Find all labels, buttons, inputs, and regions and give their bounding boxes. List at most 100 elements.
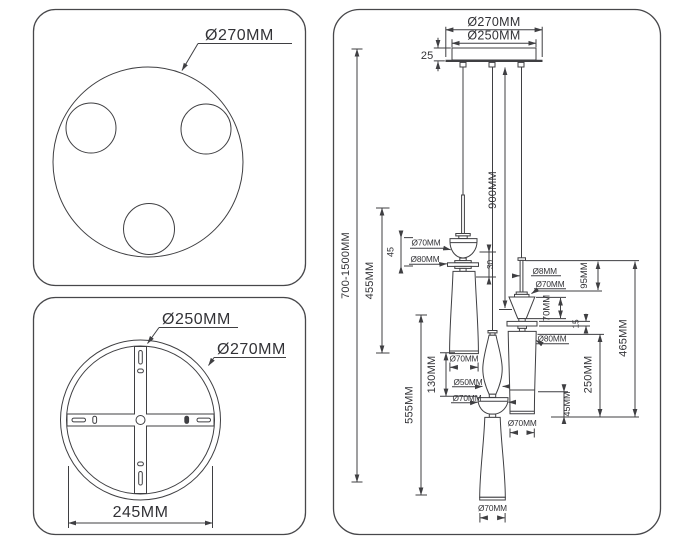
left-gap-text: 30 [485,260,495,270]
canopy-plate [451,47,537,61]
cone-shade [449,270,479,352]
label-middle-bowl: Ø70MM [451,393,516,406]
bracket-width-text: 245MM [113,504,169,521]
dim-cord-length: 900MM [487,67,512,310]
hole-bottom [137,461,144,467]
screw-right [184,415,190,424]
right-cone-height-text: 70MM [542,295,553,321]
label-left-disc: Ø80MM [409,254,448,267]
pendant-left [447,194,479,355]
leader-arrow [531,287,540,295]
disc [447,262,479,267]
dim-middle-height: 555MM [404,314,427,496]
dim-canopy-thickness: 25 [421,37,451,72]
dim-right-cone-height: 70MM [542,295,563,321]
extension-lines [68,466,213,528]
left-holder-text: 45 [386,247,396,257]
right-shade-top-text: Ø80MM [538,334,567,344]
label-right-cone-top: Ø70MM [531,279,566,295]
leader-arrow [147,327,160,344]
overall-height-text: 700-1500MM [340,232,352,299]
label-right-shade-bottom: Ø70MM [508,418,537,438]
label-mount-inner-diameter: Ø250MM [147,311,238,344]
dim-right-bottom-section: 45MM [538,384,572,425]
left-height-text: 455MM [364,262,376,300]
canopy [445,47,543,68]
mount-inner-diameter-text: Ø250MM [162,311,231,328]
mount-outer-circle [60,339,221,501]
right-cone-top-text: Ø70MM [536,279,565,289]
label-middle-vase: Ø50MM [452,377,511,390]
leader-arrow [439,261,448,267]
panel-top-view: Ø270MM [32,8,307,287]
leader-arrow [208,357,215,366]
dim-bracket-width: 245MM [68,466,213,528]
middle-bowl-text: Ø70MM [453,393,482,403]
dim-middle-vase-height: 130MM [426,352,478,397]
slot-right [196,417,211,423]
label-right-rod: Ø8MM [512,266,561,279]
right-top-section-text: 95MM [579,262,590,288]
mount-outer-diameter-text: Ø270MM [217,341,286,358]
middle-vase-height-text: 130MM [426,356,438,394]
label-left-bowl: Ø70MM [410,238,452,251]
leader-arrow [181,43,199,71]
hole-left [92,415,98,424]
middle-height-text: 555MM [404,386,416,424]
right-rod-text: Ø8MM [533,266,558,276]
middle-vase-text: Ø50MM [454,377,483,387]
label-mount-outer-diameter: Ø270MM [208,341,286,366]
dim-right-total-height: 465MM [618,261,638,417]
ticks [539,320,590,327]
label-middle-shade-bottom: Ø70MM [478,503,507,523]
left-bowl-text: Ø70MM [412,238,441,248]
cord-connector-middle [488,61,496,68]
pendant-right [506,257,538,415]
slot-top [138,350,143,365]
pendant-middle [477,330,509,501]
leader-arrow [442,245,452,251]
dim-left-gap: 30 [476,244,496,285]
cylinder-shade [507,330,537,415]
right-shade-bottom-text: Ø70MM [508,418,537,428]
middle-shade-bottom-text: Ø70MM [478,503,507,513]
dim-right-shade-height: 250MM [537,333,604,417]
top-outer-diameter-text: Ø270MM [205,27,274,44]
dim-overall-height: 700-1500MM [340,48,363,483]
extension-70 [526,296,566,320]
shade-circle-right [180,103,232,155]
slot-bottom [138,471,143,486]
slot-left [71,417,86,423]
dim-canopy-outer: Ø270MM [445,15,543,57]
panel-mount-view: Ø250MM Ø270MM 245MM [32,296,307,536]
canopy-outer-text: Ø270MM [467,15,520,29]
cord-length-text: 900MM [487,171,499,209]
funnel-cone [508,296,536,320]
neck [488,393,497,398]
dim-left-holder: 45 [386,230,413,274]
disc [506,320,538,327]
dim-left-height: 455MM [364,207,390,354]
dim-right-top-section: 95MM [579,261,601,291]
extension-lines [433,47,451,62]
rod [461,194,465,234]
panel-border [32,8,307,287]
right-bottom-section-text: 45MM [562,391,572,416]
hole-top [137,368,144,374]
left-shade-bottom-text: Ø70MM [449,354,478,364]
dim-right-disc-gap: 15 [539,313,590,334]
rod [519,259,524,293]
canopy-plate-text: Ø250MM [467,29,520,43]
panel-border [332,8,662,536]
dim-canopy-plate: Ø250MM [451,29,537,48]
shade-circle-left [65,102,117,154]
label-left-shade-bottom: Ø70MM [449,354,479,372]
panel-side-view: Ø270MM Ø250MM 25 [332,8,662,536]
label-right-shade-top: Ø80MM [535,334,569,347]
cord-connector-right [517,61,525,68]
right-disc-gap-text: 15 [571,319,581,329]
cord-connector-left [459,61,467,68]
right-shade-height-text: 250MM [583,356,595,394]
